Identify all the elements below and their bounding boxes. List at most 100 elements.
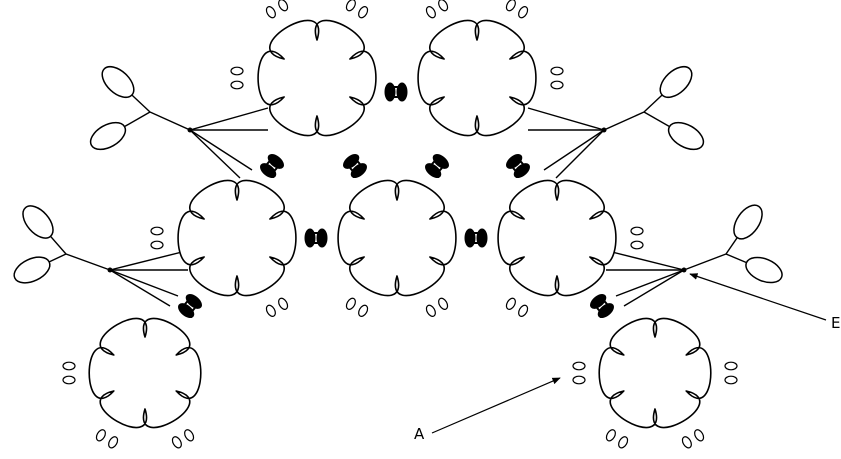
- connector-line: [189, 129, 253, 171]
- branch-arm: [643, 91, 666, 113]
- label-a: A: [414, 425, 425, 443]
- junction-dot: [107, 267, 113, 273]
- rosette-2: [417, 0, 564, 137]
- branch-oval: [22, 205, 54, 239]
- junction-dot: [187, 127, 193, 133]
- connector-line: [615, 269, 685, 297]
- connector-line: [555, 129, 605, 179]
- small-ring: [150, 240, 164, 250]
- branch-oval: [89, 121, 127, 151]
- small-ring: [278, 297, 289, 310]
- small-ring: [171, 436, 182, 449]
- small-ring: [358, 304, 369, 317]
- small-ring: [694, 429, 705, 442]
- small-ring: [265, 6, 276, 19]
- rosette-outline: [497, 179, 617, 297]
- arrow-e: [689, 273, 827, 321]
- connector-line: [189, 129, 241, 179]
- branch-ovals: [13, 65, 783, 284]
- connector-line: [603, 249, 685, 271]
- arrow-a: [431, 377, 561, 434]
- connector-line: [109, 249, 191, 271]
- bridge-tab: [590, 293, 614, 319]
- junction-dot: [681, 267, 687, 273]
- branch-stem: [149, 111, 191, 131]
- bridge-tab: [304, 228, 328, 248]
- small-ring: [230, 66, 244, 76]
- small-ring: [265, 304, 276, 317]
- rosette-outline: [177, 179, 297, 297]
- small-ring: [230, 80, 244, 90]
- connector-line: [189, 107, 269, 131]
- rosette-4: [337, 179, 457, 317]
- callout-e: E: [689, 273, 840, 332]
- connector-line: [543, 129, 605, 171]
- rosette-outline: [88, 317, 202, 429]
- small-ring: [618, 436, 629, 449]
- rosette-6: [62, 317, 202, 449]
- bridge-tab: [506, 153, 530, 179]
- bridge-tab: [384, 82, 408, 102]
- label-e: E: [831, 314, 840, 332]
- connector-line: [527, 107, 605, 131]
- connector-lines: [109, 107, 685, 307]
- rosette-outline: [417, 19, 537, 137]
- small-ring: [184, 429, 195, 442]
- branch-oval: [659, 65, 693, 99]
- bridge-tab: [464, 228, 488, 248]
- connector-line: [623, 269, 685, 307]
- rosette-outline: [598, 317, 712, 429]
- branch-stem: [65, 253, 111, 271]
- rosette-7: [572, 317, 738, 449]
- small-ring: [724, 375, 738, 385]
- junction-points: [107, 127, 687, 273]
- small-ring: [345, 297, 356, 310]
- bridge-tab: [178, 293, 202, 319]
- bridge-tab: [343, 153, 367, 179]
- branch-arm: [122, 111, 151, 129]
- small-ring: [345, 0, 356, 12]
- branch-stem: [683, 253, 727, 271]
- small-ring: [724, 361, 738, 371]
- rosette-3: [150, 179, 297, 317]
- branch-arm: [643, 111, 672, 129]
- bridge-tabs: [178, 82, 614, 319]
- branch-oval: [745, 256, 783, 284]
- small-ring: [505, 297, 516, 310]
- small-ring: [62, 361, 76, 371]
- small-ring: [108, 436, 119, 449]
- small-ring: [605, 429, 616, 442]
- small-ring: [438, 297, 449, 310]
- small-ring: [572, 375, 586, 385]
- rosette-outline: [257, 19, 377, 137]
- small-ring: [62, 375, 76, 385]
- branch-oval: [13, 256, 51, 284]
- small-ring: [505, 0, 516, 12]
- callout-a: A: [414, 377, 561, 443]
- small-ring: [518, 6, 529, 19]
- branch-oval: [667, 121, 705, 151]
- small-ring: [550, 66, 564, 76]
- junction-dot: [601, 127, 607, 133]
- small-ring: [438, 0, 449, 12]
- small-ring: [572, 361, 586, 371]
- branch-arm: [128, 91, 151, 113]
- rosette-units: [62, 0, 738, 449]
- small-ring: [95, 429, 106, 442]
- branch-oval: [101, 65, 135, 99]
- connector-line: [109, 269, 171, 307]
- bridge-tab: [260, 153, 284, 179]
- small-ring: [630, 240, 644, 250]
- small-ring: [550, 80, 564, 90]
- rosette-5: [497, 179, 644, 317]
- rosette-outline: [337, 179, 457, 297]
- small-ring: [150, 226, 164, 236]
- small-ring: [425, 304, 436, 317]
- small-ring: [425, 6, 436, 19]
- connector-line: [109, 269, 179, 297]
- small-ring: [518, 304, 529, 317]
- small-ring: [278, 0, 289, 12]
- rosette-1: [230, 0, 377, 137]
- bridge-tab: [425, 153, 449, 179]
